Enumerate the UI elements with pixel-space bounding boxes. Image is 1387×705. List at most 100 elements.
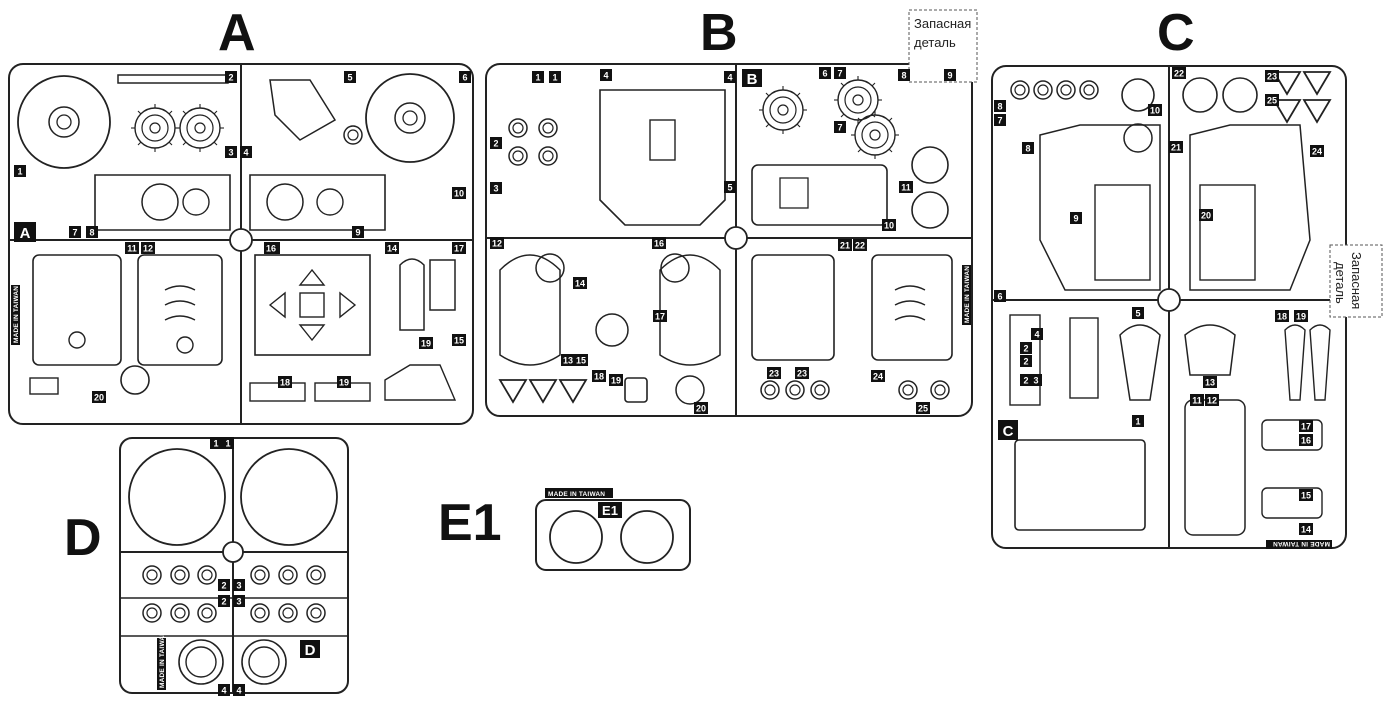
part-number-tag: 15: [1299, 489, 1313, 501]
ring-part-a5: [343, 125, 363, 145]
part-number-label: 11: [127, 244, 137, 254]
sheet-e1-title: E1: [438, 494, 502, 552]
part-number-tag: 13: [1203, 376, 1217, 388]
part-number-label: 21: [840, 241, 850, 251]
sheet-a: A: [8, 4, 474, 425]
part-number-label: 18: [1277, 312, 1287, 322]
sheet-b-spare-note-line2: деталь: [914, 35, 956, 50]
part-number-tag: 25: [916, 402, 930, 414]
part-number-tag: 23: [1265, 70, 1279, 82]
part-number-label: 18: [594, 372, 604, 382]
part-number-tag: 8: [898, 69, 910, 81]
part-number-label: 14: [1301, 525, 1311, 535]
part-number-label: 1: [552, 73, 557, 83]
part-number-label: 5: [347, 73, 352, 83]
part-number-label: 23: [769, 369, 779, 379]
part-number-tag: 20: [1199, 209, 1213, 221]
part-number-label: 1: [225, 439, 230, 449]
part-number-tag: 16: [652, 237, 666, 249]
part-number-tag: 2: [490, 137, 502, 149]
part-number-label: 21: [1171, 143, 1181, 153]
part-number-label: 11: [901, 183, 911, 193]
sheet-b-spare-note-line1: Запасная: [914, 16, 971, 31]
part-number-label: 3: [236, 597, 241, 607]
part-number-tag: 18: [592, 370, 606, 382]
part-number-label: 2: [228, 73, 233, 83]
part-number-tag: 8: [1022, 142, 1034, 154]
part-number-tag: 25: [1265, 94, 1279, 106]
triangle-part-b18a: [499, 379, 527, 403]
part-number-tag: 4: [600, 69, 612, 81]
sheet-e1: E1 MADE IN TAIWAN E1: [438, 488, 691, 571]
part-number-tag: 7: [994, 114, 1006, 126]
sheet-c-made-in: MADE IN TAIWAN: [1273, 540, 1330, 547]
part-number-label: 25: [1267, 96, 1277, 106]
part-number-label: 10: [454, 189, 464, 199]
disc-part-d1b: [240, 448, 338, 546]
sheet-e1-made-in: MADE IN TAIWAN: [548, 491, 605, 498]
part-number-tag: 17: [1299, 420, 1313, 432]
part-number-tag: 9: [352, 226, 364, 238]
part-number-label: 4: [243, 148, 248, 158]
part-number-tag: 12: [1205, 394, 1219, 406]
part-number-label: 22: [855, 241, 865, 251]
part-number-tag: 3: [233, 595, 245, 607]
part-number-label: 12: [143, 244, 153, 254]
gear-part-a3a: [130, 103, 180, 153]
part-number-tag: 10: [1148, 104, 1162, 116]
part-number-label: 23: [1267, 72, 1277, 82]
part-number-tag: 22: [853, 239, 867, 251]
part-number-tag: 24: [1310, 145, 1324, 157]
part-number-label: 7: [837, 123, 842, 133]
disc-part-d1a: [128, 448, 226, 546]
arrow-panel-part-a16: [254, 254, 371, 356]
part-number-label: 20: [1201, 211, 1211, 221]
part-number-label: 2: [221, 597, 226, 607]
part-number-tag: 14: [385, 242, 399, 254]
part-number-label: 16: [266, 244, 276, 254]
part-number-label: 15: [1301, 491, 1311, 501]
part-number-tag: 1: [1132, 415, 1144, 427]
sheet-d-made-in: MADE IN TAIWAN: [159, 631, 166, 688]
part-number-label: 12: [492, 239, 502, 249]
part-number-tag: 19: [1294, 310, 1308, 322]
part-number-label: 7: [997, 116, 1002, 126]
part-number-tag: 20: [694, 402, 708, 414]
sheet-b-corner-label: B: [747, 71, 758, 88]
part-number-tag: 12: [490, 237, 504, 249]
part-number-label: 17: [655, 312, 665, 322]
part-number-tag: 14: [1299, 523, 1313, 535]
part-number-tag: 3: [225, 146, 237, 158]
part-number-tag: 11: [125, 242, 139, 254]
part-number-label: 14: [575, 279, 585, 289]
part-number-tag: 15: [574, 354, 588, 366]
part-number-label: 5: [1135, 309, 1140, 319]
part-number-tag: 21: [838, 239, 852, 251]
battery-box-part-a12: [137, 254, 223, 366]
part-number-tag: 18: [278, 376, 292, 388]
sheet-d-title: D: [64, 509, 102, 567]
part-number-label: 3: [1033, 376, 1038, 386]
part-number-tag: 4: [724, 71, 736, 83]
sheet-a-made-in: MADE IN TAIWAN: [13, 286, 20, 343]
sheet-b-title: B: [700, 4, 738, 62]
part-number-label: 4: [236, 686, 241, 696]
part-number-label: 15: [576, 356, 586, 366]
part-number-label: 19: [1296, 312, 1306, 322]
part-number-tag: 8: [994, 100, 1006, 112]
sheet-b-made-in: MADE IN TAIWAN: [964, 266, 971, 323]
part-number-tag: 7: [834, 67, 846, 79]
part-number-label: 16: [1301, 436, 1311, 446]
part-number-label: 20: [696, 404, 706, 414]
part-number-label: 4: [1034, 330, 1039, 340]
part-number-label: 24: [873, 372, 883, 382]
part-number-label: 8: [1025, 144, 1030, 154]
part-number-label: 2: [1023, 344, 1028, 354]
part-number-tag: 6: [819, 67, 831, 79]
part-number-tag: 19: [337, 376, 351, 388]
part-number-label: 5: [727, 183, 732, 193]
part-number-tag: 3: [233, 579, 245, 591]
